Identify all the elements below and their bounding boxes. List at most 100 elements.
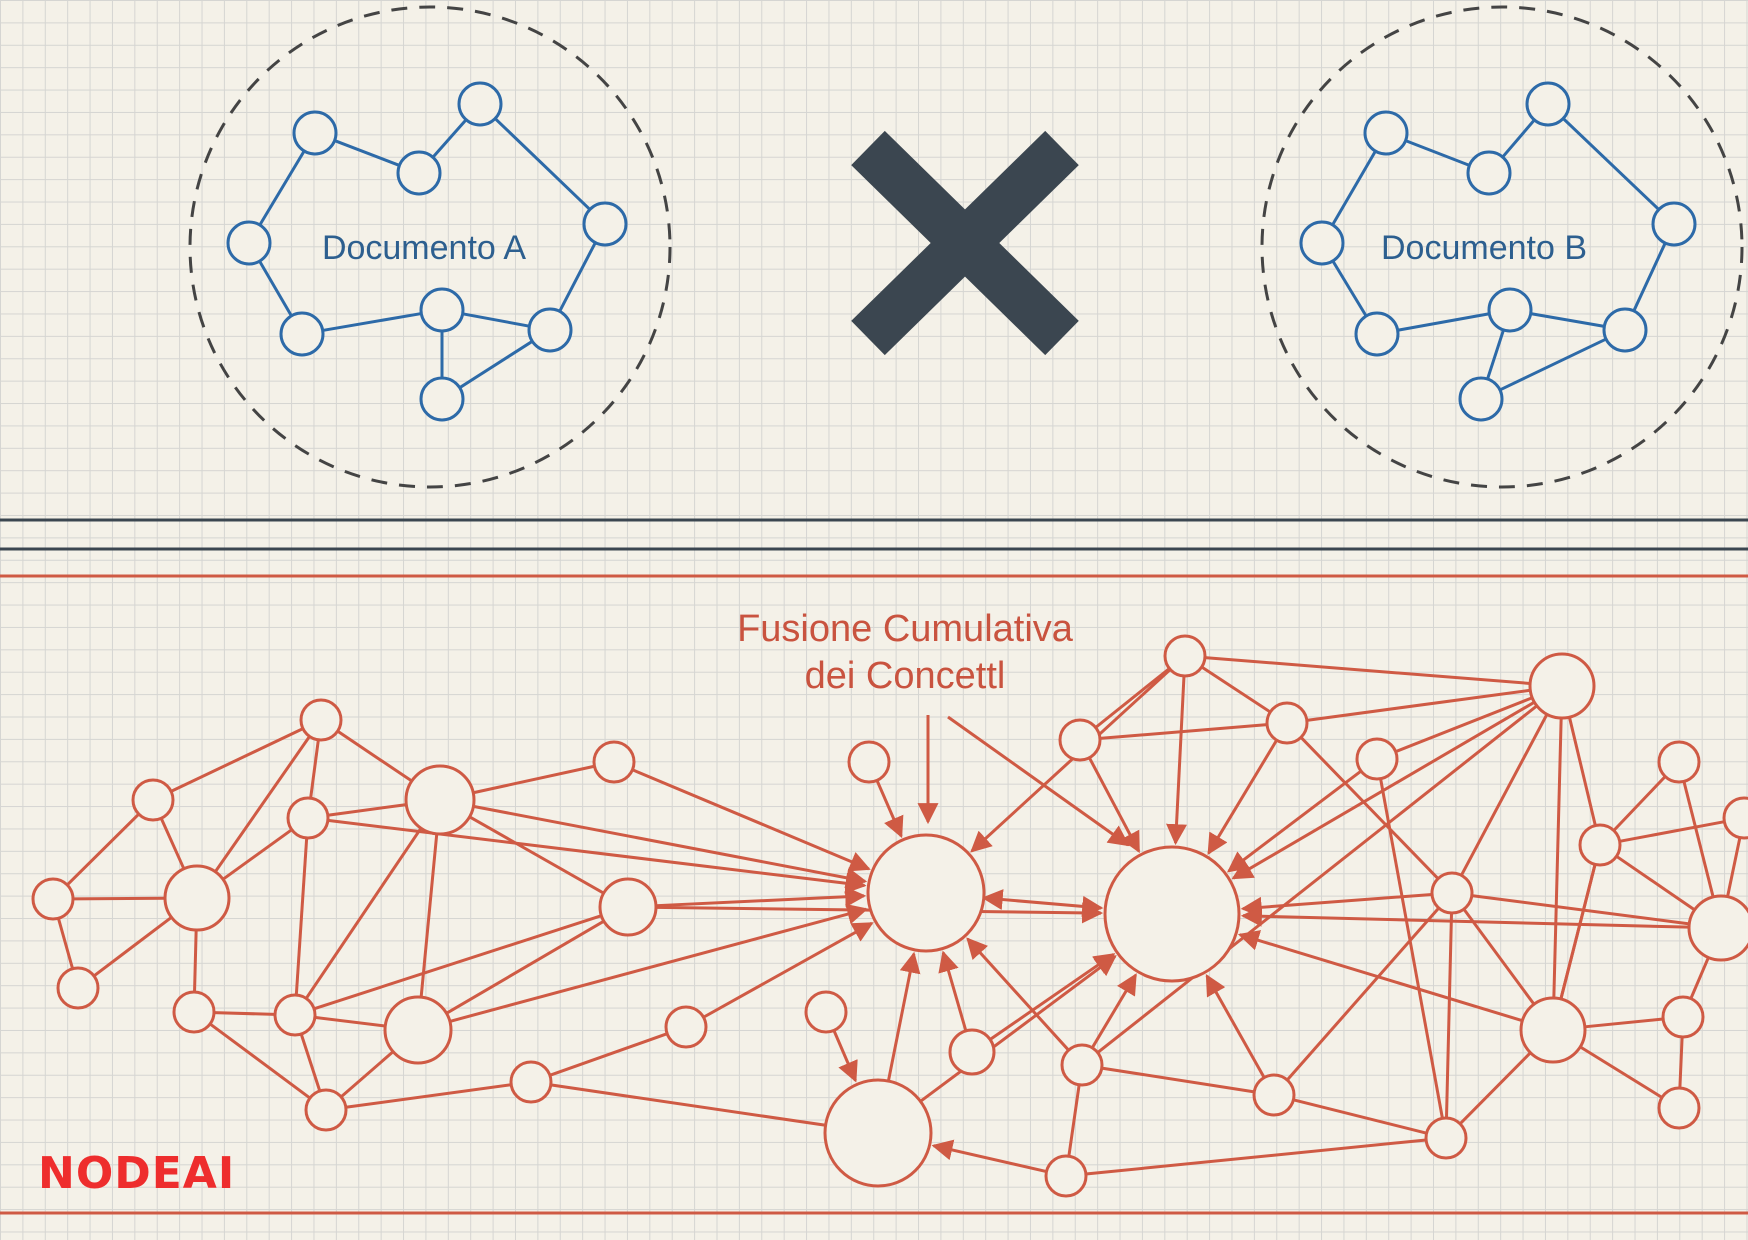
network-edge (193, 929, 198, 993)
network-edge (72, 896, 166, 901)
network-arrow (832, 1029, 858, 1083)
graph-edge (322, 312, 422, 332)
network-edge (304, 827, 423, 1000)
network-arrow (1207, 739, 1278, 855)
network-edge (159, 817, 186, 870)
network-edge (1306, 688, 1531, 722)
network-edge (1094, 667, 1171, 729)
network-edge (313, 914, 602, 1011)
fusion-title-line1: Fusione Cumulativa (737, 608, 1074, 650)
network-edge (309, 739, 320, 799)
graph-node (1354, 311, 1400, 357)
network-edge (213, 1011, 276, 1016)
network-node (1163, 634, 1207, 678)
network-edge (209, 1022, 311, 1100)
network-edge (1689, 956, 1710, 1000)
network-arrow (886, 951, 921, 1082)
network-node (1060, 1043, 1104, 1087)
network-edge (419, 833, 439, 998)
document-b-label: Documento B (1381, 229, 1587, 267)
hub-node (1103, 845, 1241, 983)
network-node (1424, 1116, 1468, 1160)
network-arrow (1240, 905, 1690, 929)
graph-edge (1397, 312, 1490, 332)
graph-edge (1501, 118, 1536, 159)
network-node (172, 990, 216, 1034)
network-edge (1559, 864, 1597, 1000)
network-edge (56, 917, 75, 970)
network-arrow (970, 668, 1172, 853)
network-edge (1567, 716, 1597, 826)
network-node (404, 764, 476, 836)
network-edge (327, 803, 407, 817)
network-node (1657, 1086, 1701, 1130)
network-node (1252, 1073, 1296, 1117)
network-edge (1460, 713, 1549, 877)
section-divider (0, 518, 1748, 1215)
network-edge (345, 1083, 512, 1109)
network-node (31, 877, 75, 921)
network-node (299, 698, 343, 742)
graph-node (226, 220, 272, 266)
network-arrow (1237, 930, 1523, 1023)
document-b-boundary (1260, 5, 1744, 489)
graph-edge (458, 340, 534, 389)
network-edge (1579, 1045, 1663, 1099)
network-arrow (449, 903, 869, 1023)
network-edge (472, 764, 595, 795)
network-edge (299, 1033, 322, 1092)
network-edge (1726, 837, 1742, 897)
network-edge (1462, 908, 1536, 1006)
network-node (286, 796, 330, 840)
network-arrow (1231, 700, 1536, 880)
network-edge (1379, 778, 1444, 1119)
network-arrow (631, 768, 871, 872)
network-node (163, 864, 231, 932)
graph-edge (1530, 312, 1605, 328)
graph-node (279, 311, 325, 357)
network-arrow (919, 955, 1117, 1103)
network-edge (1204, 656, 1531, 685)
network-edge (1395, 696, 1533, 754)
graph-edge (1632, 242, 1667, 312)
network-node (1657, 740, 1701, 784)
network-node (1578, 823, 1622, 867)
graph-node (527, 307, 573, 353)
graph-node (582, 201, 628, 247)
network-arrow (655, 886, 867, 908)
network-node (804, 990, 848, 1034)
network-node (1687, 894, 1748, 962)
graph-node (1363, 110, 1409, 156)
network-arrow (938, 950, 968, 1032)
label-pointer-arrow (947, 715, 1130, 847)
graph-node (457, 81, 503, 127)
network-node (56, 966, 100, 1010)
graph-edge (258, 260, 293, 317)
hub-node (823, 1078, 933, 1188)
network-node (1528, 652, 1596, 720)
document-b-graph (1299, 81, 1697, 422)
document-a-label: Documento A (322, 229, 526, 267)
network-node (304, 1088, 348, 1132)
hub-node (866, 833, 986, 953)
network-node (1355, 737, 1399, 781)
network-arrow (702, 921, 874, 1019)
network-arrow (989, 953, 1116, 1041)
network-node (1661, 995, 1705, 1039)
network-edge (222, 828, 293, 881)
network-arrow (931, 1139, 1047, 1174)
graph-edge (1405, 139, 1470, 167)
document-a-group: Documento A (188, 5, 672, 489)
network-edge (1099, 723, 1268, 740)
network-node (383, 995, 453, 1065)
network-edge (1615, 855, 1696, 912)
network-edge (1552, 717, 1563, 999)
graph-edge (431, 118, 468, 159)
network-edge (550, 1083, 826, 1127)
network-node (1044, 1154, 1088, 1198)
network-edge (1471, 894, 1690, 926)
network-arrow (1166, 675, 1188, 846)
network-node (131, 778, 175, 822)
graph-edge (258, 150, 306, 226)
